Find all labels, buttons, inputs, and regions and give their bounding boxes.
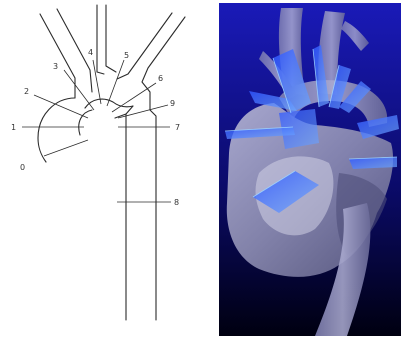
cut-line-3 [64, 70, 94, 110]
plane-label-5: 5 [124, 51, 129, 60]
cut-lines [22, 60, 171, 202]
cut-line-5 [107, 60, 124, 106]
plane-label-0: 0 [20, 163, 25, 172]
descending-right-wall [150, 103, 156, 320]
plane-label-6: 6 [158, 74, 163, 83]
heart-volume-render [219, 3, 401, 336]
branch-middle-inner-wall [106, 5, 116, 72]
branch-right-inner-wall [142, 17, 185, 103]
plane-label-3: 3 [53, 62, 58, 71]
plane-label-7: 7 [175, 123, 180, 132]
cut-line-0 [44, 140, 88, 156]
branch-left-wall [40, 14, 75, 98]
branch-middle-wall [97, 5, 104, 74]
plane-label-9: 9 [170, 99, 175, 108]
plane-label-8: 8 [174, 198, 179, 207]
cut-line-2 [34, 95, 88, 118]
arch-outer-wall [38, 98, 75, 162]
vessel-walls [38, 5, 185, 320]
plane-label-1: 1 [11, 123, 16, 132]
plane-label-4: 4 [88, 48, 93, 57]
aorta-schematic: 0 1 2 3 4 5 6 9 7 8 [0, 0, 215, 338]
plane-label-2: 2 [24, 87, 29, 96]
arch-inner-wall [79, 110, 92, 135]
descending-left-wall [126, 106, 133, 320]
cut-line-6 [112, 83, 156, 112]
